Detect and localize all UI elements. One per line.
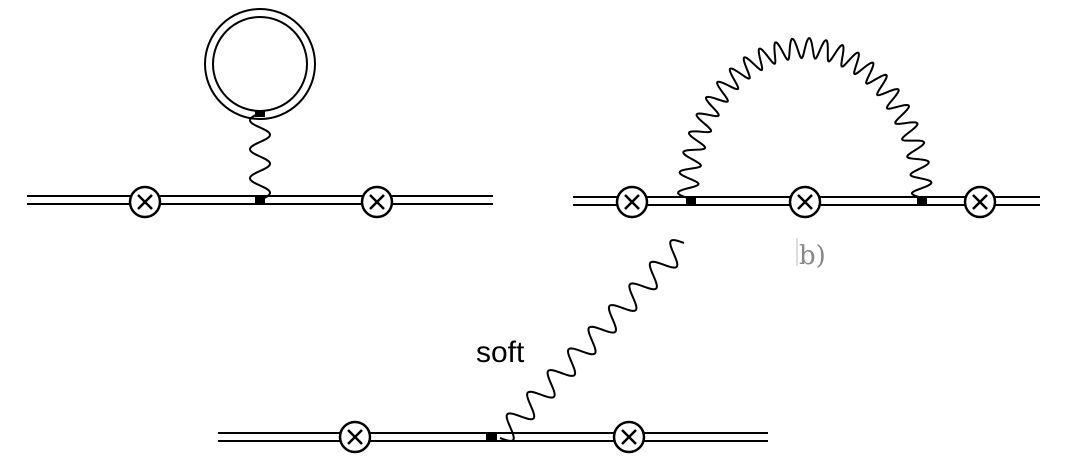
double-circle-loop: [204, 8, 316, 120]
vertex-dot: [486, 434, 497, 441]
circled-cross-icon: [338, 420, 372, 454]
photon-arc: [677, 37, 933, 199]
soft-label: soft: [476, 336, 525, 369]
diagram-self-energy: b): [573, 37, 1040, 271]
circled-cross-icon: [963, 185, 997, 219]
circled-cross-icon: [788, 185, 822, 219]
panel-label-b: b): [799, 241, 826, 271]
circled-cross-icon: [128, 185, 162, 219]
photon-line: [248, 112, 272, 201]
circled-cross-icon: [615, 185, 649, 219]
soft-photon-line: [499, 239, 685, 442]
vertex-dot: [686, 198, 696, 205]
diagram-soft-emission: soft: [218, 239, 768, 454]
vertex-dot: [917, 198, 927, 205]
vertex-dot: [255, 110, 265, 117]
circled-cross-icon: [612, 420, 646, 454]
vertex-dot: [255, 197, 265, 204]
circled-cross-icon: [360, 185, 394, 219]
diagram-tadpole: [27, 8, 493, 219]
